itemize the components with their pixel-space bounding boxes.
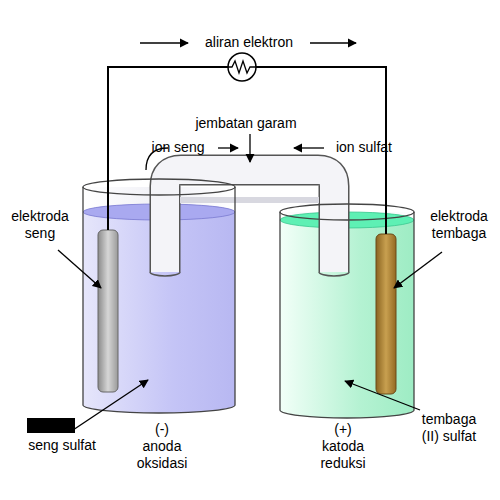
- part-label: seng sulfat: [28, 437, 96, 454]
- load-symbol: [228, 53, 256, 81]
- electrode-role-label: (+) katoda reduksi: [320, 421, 365, 472]
- part-label: elektroda seng: [11, 208, 69, 242]
- copper-electrode: [376, 234, 396, 394]
- part-label: jembatan garam: [195, 115, 296, 132]
- leader-arrow: [345, 381, 420, 410]
- flow-label: aliran elektron: [205, 34, 293, 51]
- beaker-outline: [83, 179, 414, 418]
- leader-arrow: [70, 380, 148, 432]
- flow-arrow: [140, 42, 188, 43]
- leader-arrow: [249, 134, 250, 162]
- ion-label: ion seng: [152, 139, 205, 156]
- flow-arrow: [310, 42, 356, 43]
- leader-arrow: [58, 250, 101, 288]
- part-label: elektroda tembaga: [430, 208, 488, 242]
- part-label: tembaga (II) sulfat: [422, 411, 476, 445]
- black-bar: [27, 418, 75, 433]
- ion-arrow: [294, 147, 324, 148]
- salt-bridge: [150, 170, 349, 276]
- leader-arrow: [394, 252, 442, 288]
- ion-label: ion sulfat: [336, 139, 392, 156]
- electrode-role-label: (-) anoda oksidasi: [137, 421, 188, 472]
- zinc-electrode: [98, 230, 118, 392]
- ion-arrow: [218, 147, 238, 148]
